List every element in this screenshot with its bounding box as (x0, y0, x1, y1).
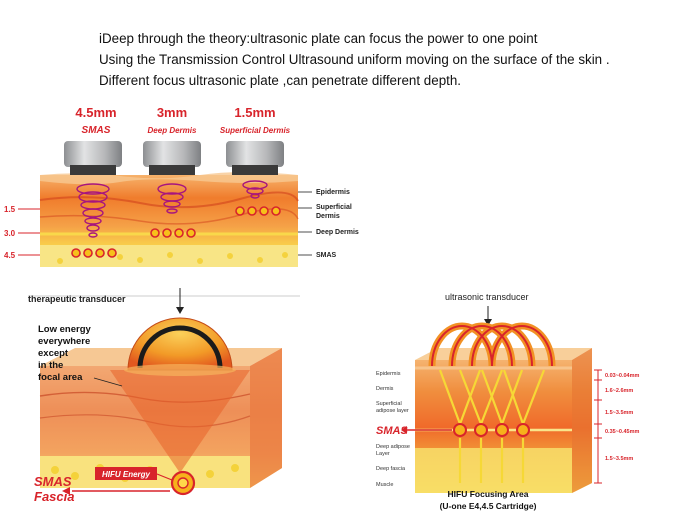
layer-smas: SMAS (376, 425, 408, 437)
scale-4-5: 4.5 (4, 251, 16, 260)
label-dermis: Dermis (316, 213, 340, 220)
depth-deep-adipose: 1.5~3.5mm (605, 456, 633, 462)
right-title: ultrasonic transducer (445, 292, 529, 302)
caption-line-1: HIFU Focusing Area (448, 489, 529, 499)
caption-line-2: (U-one E4,4.5 Cartridge) (440, 501, 537, 511)
label-epidermis: Epidermis (316, 189, 350, 196)
label-superficial: Superficial (316, 204, 352, 211)
right-diagram: ultrasonic transducer Epidermis Dermis S… (376, 292, 640, 511)
layer-epidermis: Epidermis (376, 371, 401, 377)
label-deep-dermis: Deep Dermis (316, 229, 359, 236)
transducer-head-1 (64, 141, 122, 175)
intro-line-2: Using the Transmission Control Ultrasoun… (99, 52, 610, 67)
scale-3-0: 3.0 (4, 229, 16, 238)
note-line-5: focal area (38, 372, 83, 383)
note-line-3: except (38, 348, 69, 359)
layer-layer: Layer (376, 451, 390, 457)
intro-line-3: Different focus ultrasonic plate ,can pe… (99, 73, 462, 88)
head-depth-2: 3mm (157, 105, 187, 120)
fascia-label: Fascia (34, 489, 74, 504)
note-line-2: everywhere (38, 336, 90, 347)
depth-epidermis: 0.03~0.04mm (605, 373, 640, 379)
layer-dermis: Dermis (376, 386, 394, 392)
layer-muscle: Muscle (376, 482, 393, 488)
dome-transducer (127, 317, 233, 371)
layer-adipose: adipose layer (376, 408, 409, 414)
transducer-head-3 (226, 141, 284, 175)
note-line-1: Low energy (38, 324, 92, 335)
depth-dermis: 1.6~2.6mm (605, 388, 633, 394)
depth-adipose: 1.5~3.5mm (605, 410, 633, 416)
head-depth-3: 1.5mm (234, 105, 275, 120)
head-layer-3: Superficial Dermis (220, 126, 291, 135)
intro-text: iDeep through the theory:ultrasonic plat… (99, 28, 669, 91)
intro-line-1: iDeep through the theory:ultrasonic plat… (99, 31, 538, 46)
note-line-4: in the (38, 360, 63, 371)
smas-label: SMAS (34, 474, 72, 489)
transducer-head-2 (143, 141, 201, 175)
depth-smas: 0.35~0.45mm (605, 429, 640, 435)
layer-deep-fascia: Deep fascia (376, 466, 406, 472)
scale-1-5: 1.5 (4, 205, 16, 214)
head-layer-1: SMAS (82, 125, 111, 136)
top-diagram: 4.5mm SMAS 3mm Deep Dermis 1.5mm Superfi… (4, 105, 359, 267)
head-layer-2: Deep Dermis (148, 126, 197, 135)
left-title: therapeutic transducer (28, 294, 126, 304)
hifu-energy-label: HIFU Energy (102, 470, 151, 479)
left-diagram: therapeutic transducer Low energy everyw… (28, 288, 300, 504)
layer-deep-adipose: Deep adipose (376, 444, 410, 450)
label-smas: SMAS (316, 252, 337, 259)
head-depth-1: 4.5mm (75, 105, 116, 120)
layer-superficial: Superficial (376, 401, 402, 407)
